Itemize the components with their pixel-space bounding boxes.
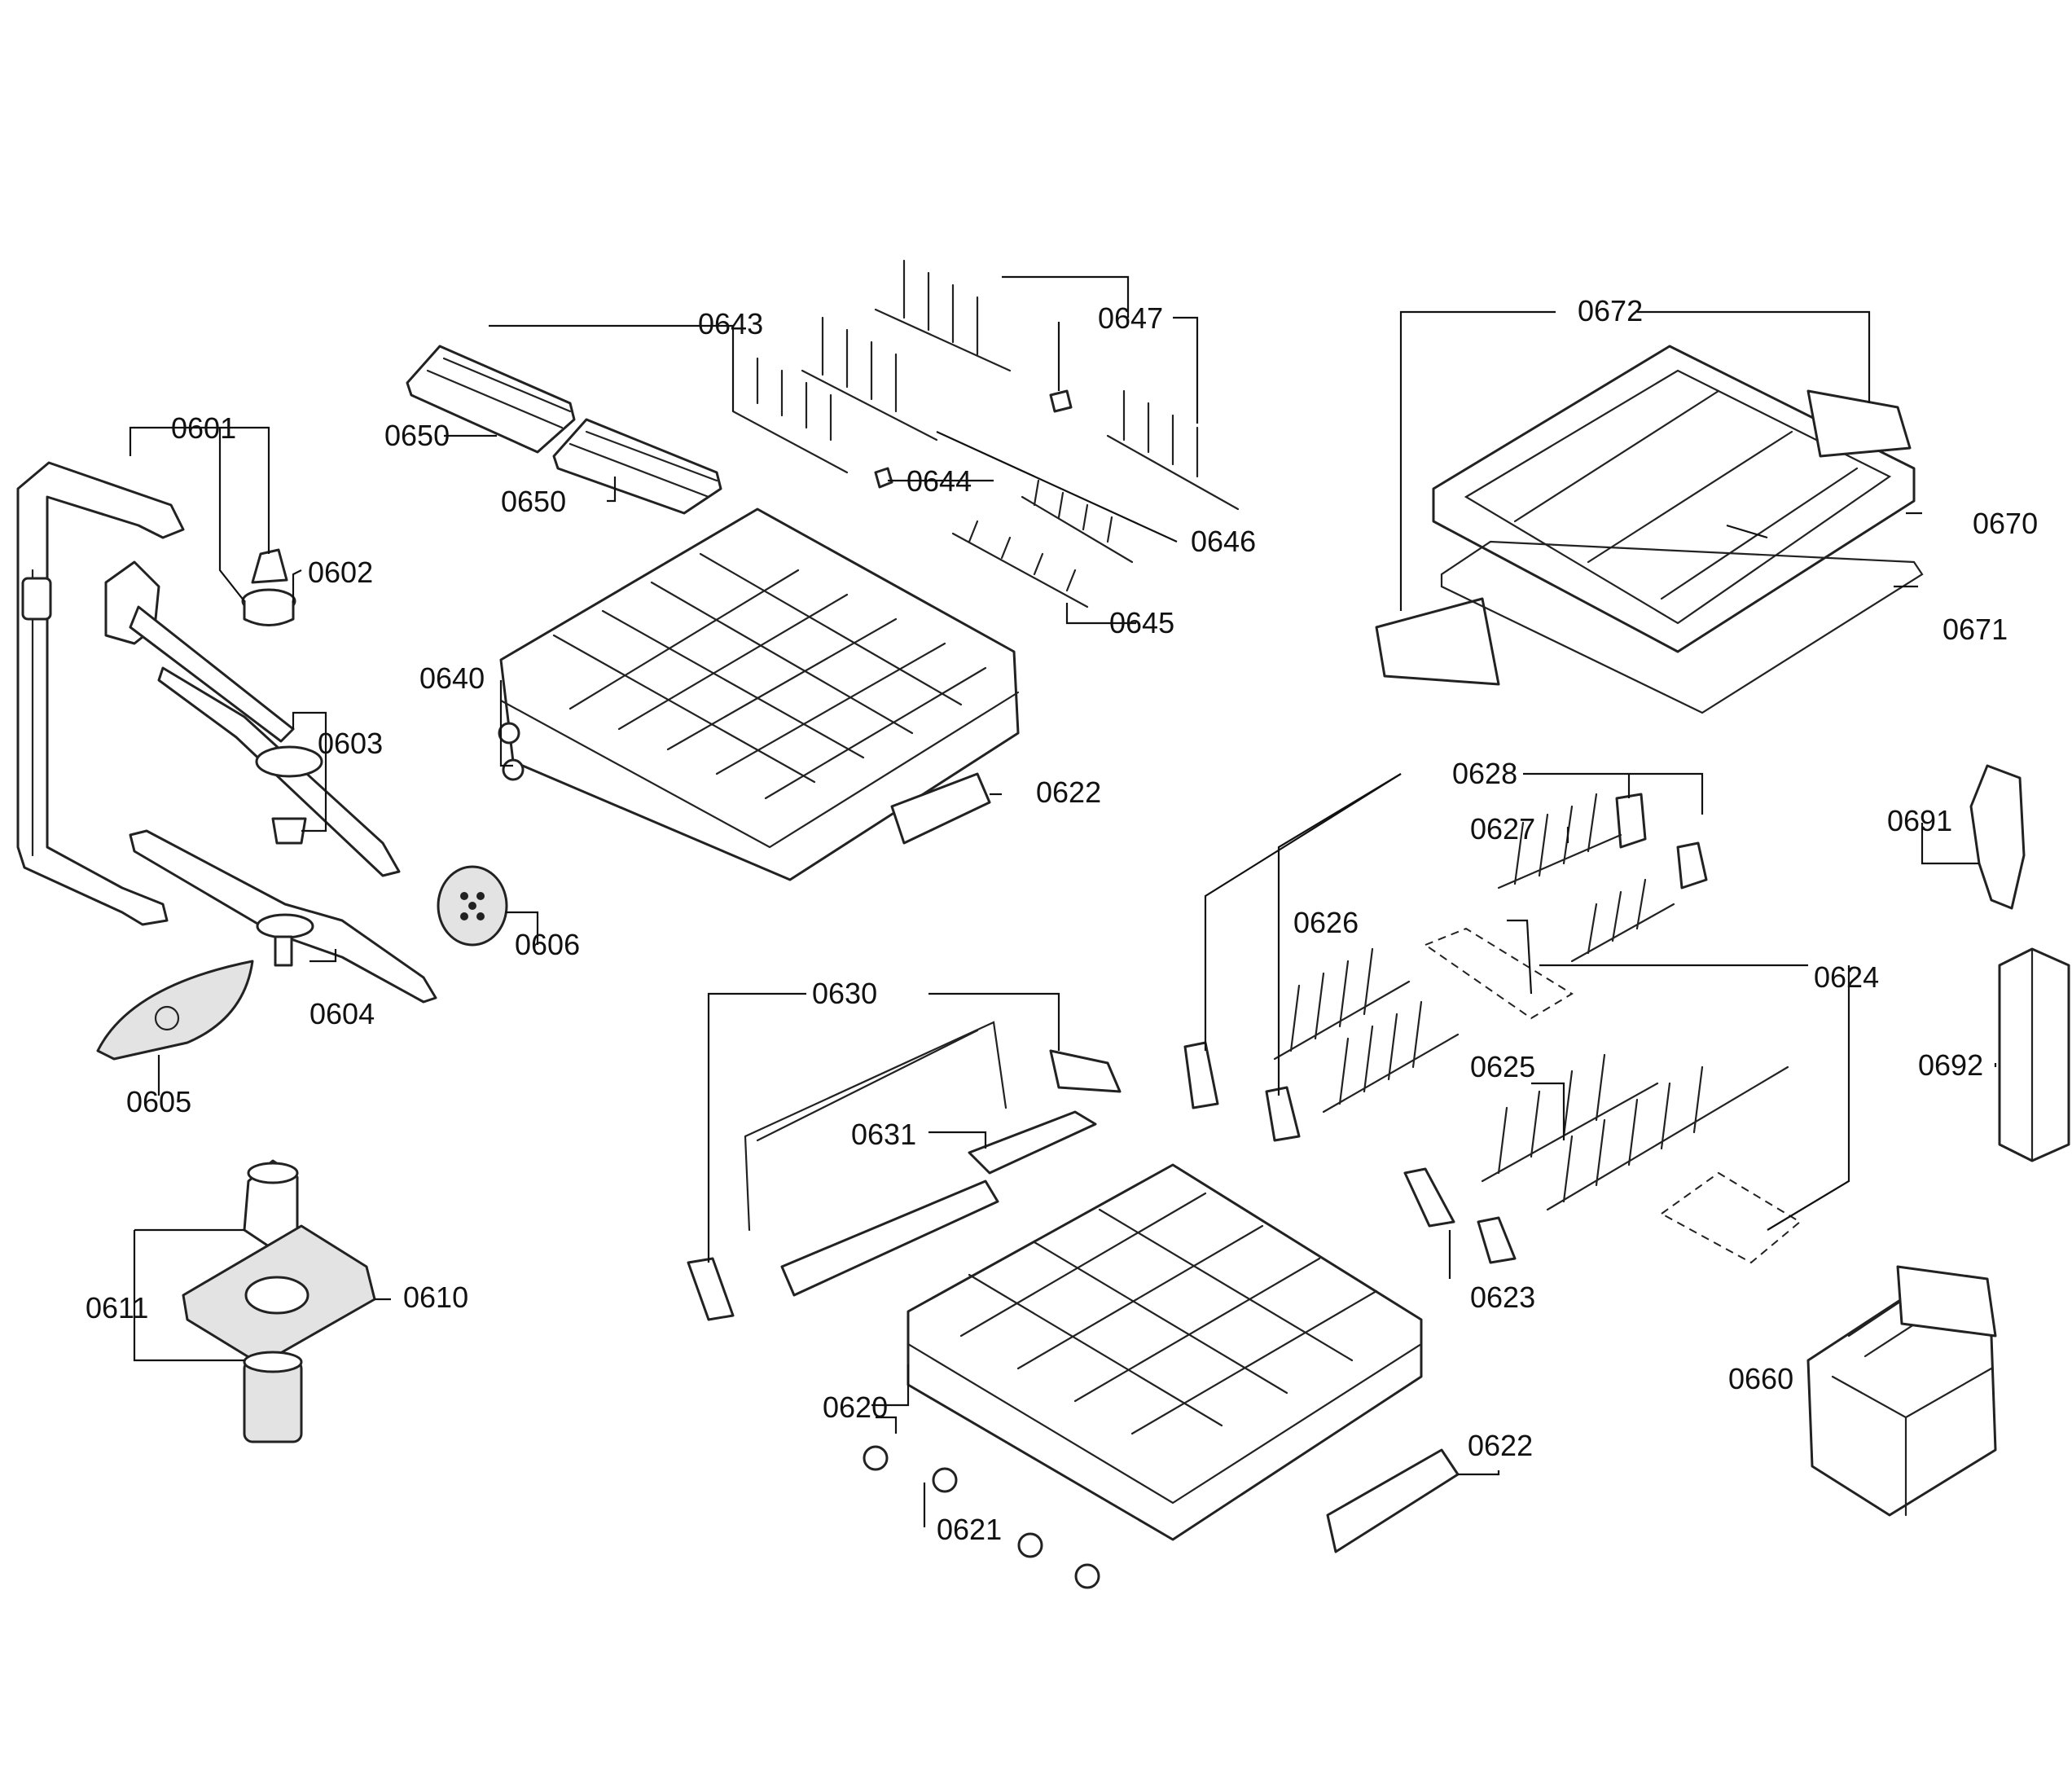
label-0625: 0625 (1470, 1050, 1535, 1083)
label-0643: 0643 (698, 307, 763, 340)
leader-lines (129, 275, 1997, 1527)
upper-spray-arm-part (104, 560, 401, 877)
nozzle-part (241, 548, 296, 626)
label-0630: 0630 (812, 977, 877, 1010)
label-0640: 0640 (419, 661, 485, 695)
label-0624: 0624 (1814, 960, 1879, 994)
label-0602: 0602 (308, 556, 373, 589)
rack-handle-upper-part (890, 772, 991, 845)
label-0622-lower: 0622 (1468, 1429, 1533, 1462)
label-0692: 0692 (1918, 1048, 1983, 1082)
label-0672: 0672 (1578, 294, 1643, 327)
label-0670: 0670 (1973, 507, 2038, 540)
rack-clip-part (1969, 764, 2026, 910)
tray-frame-part (1440, 540, 1924, 714)
label-0646: 0646 (1191, 525, 1256, 558)
label-0660: 0660 (1728, 1362, 1793, 1395)
label-0626: 0626 (1293, 906, 1359, 939)
label-0610: 0610 (403, 1281, 468, 1314)
label-0606: 0606 (515, 928, 580, 961)
label-0644: 0644 (906, 464, 972, 498)
label-0603: 0603 (318, 727, 383, 760)
label-0650-b: 0650 (501, 485, 566, 518)
label-0631: 0631 (851, 1118, 916, 1151)
label-0671: 0671 (1942, 613, 2008, 646)
label-0611: 0611 (86, 1291, 148, 1324)
label-0604: 0604 (309, 997, 375, 1030)
filter-cover-part (96, 960, 254, 1061)
strainer-disc-part (437, 865, 508, 947)
upper-rack-part (498, 507, 1020, 881)
cup-shelf-part (406, 345, 722, 515)
cutlery-tray-part (1375, 345, 1916, 686)
fold-down-shelf-part (687, 1021, 1122, 1321)
label-0691: 0691 (1887, 804, 1952, 837)
rack-handle-lower-part (1326, 1448, 1460, 1553)
label-0650-a: 0650 (384, 419, 450, 452)
label-0627: 0627 (1470, 812, 1535, 846)
label-0601: 0601 (171, 411, 236, 445)
label-0647: 0647 (1098, 301, 1163, 335)
cutlery-basket-part (1806, 1265, 1997, 1517)
label-0623: 0623 (1470, 1281, 1535, 1314)
label-0620: 0620 (823, 1390, 888, 1424)
label-0605: 0605 (126, 1085, 191, 1118)
label-0621: 0621 (937, 1513, 1002, 1546)
label-0628: 0628 (1452, 757, 1517, 790)
cutlery-sleeve-part (1998, 947, 2070, 1162)
lower-spray-arm-part (129, 829, 437, 1004)
lower-rack-part (863, 1163, 1423, 1589)
label-0645: 0645 (1109, 606, 1174, 639)
tine-row-parts (731, 259, 1240, 608)
part-labels: 0601 0602 0603 0604 0605 0606 0610 0611 … (86, 294, 2038, 1546)
supply-pipe-part (16, 461, 185, 926)
lower-rack-accessories (1183, 793, 1802, 1264)
label-0622-upper: 0622 (1036, 775, 1101, 809)
filter-assembly-part (182, 1159, 376, 1443)
